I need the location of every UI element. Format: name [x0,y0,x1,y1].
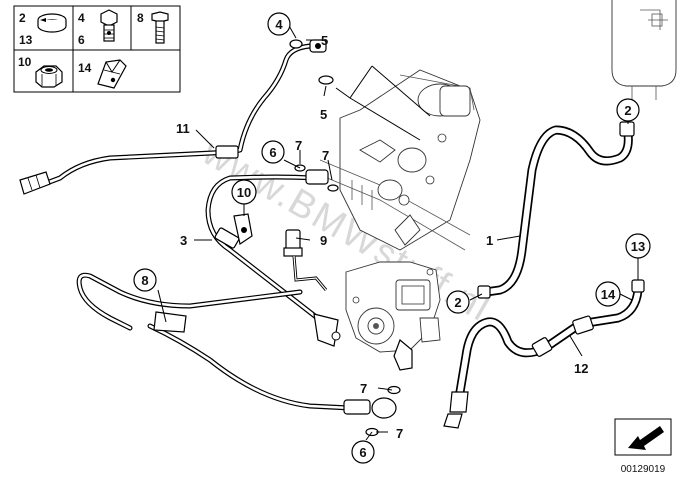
svg-text:5: 5 [321,33,328,48]
callout-4: 4 [267,12,291,36]
banjo-bolt-icon [100,9,118,42]
callout-13: 13 [625,233,651,259]
svg-text:7: 7 [322,148,329,163]
nav-arrow-box[interactable] [614,418,672,456]
callout-2-top: 2 [616,98,640,122]
callout-6-a: 6 [261,140,285,164]
legend-cell-hose-clamp: 2 13 [19,11,67,47]
svg-text:5: 5 [320,107,327,122]
svg-text:1: 1 [486,233,493,248]
svg-text:4: 4 [275,17,283,32]
fluid-reservoir [611,0,677,104]
callout-12: 12 [574,361,588,376]
svg-text:9: 9 [320,233,327,248]
reference-number: 00129019 [621,464,666,475]
svg-text:7: 7 [295,138,302,153]
callout-3: 3 [180,233,187,248]
legend-cell-hex-bolt: 8 [137,11,169,44]
bracket-10 [233,213,253,245]
pressure-line-3 [205,169,341,347]
svg-text:2: 2 [454,295,461,310]
hex-nut-icon [35,65,63,88]
legend-label-10: 10 [18,55,32,69]
legend-label-13: 13 [19,33,33,47]
hose-1-return [477,121,635,299]
legend-label-4: 4 [78,11,85,25]
hose-clamp-icon [37,13,67,33]
svg-text:8: 8 [141,273,148,288]
legend-cell-nut: 10 [18,55,63,88]
legend-cell-clip: 14 [78,59,127,89]
legend-label-8: 8 [137,11,144,25]
legend-label-2: 2 [19,11,26,25]
svg-text:7: 7 [396,426,403,441]
svg-text:6: 6 [269,145,276,160]
pressure-sensor-9 [283,229,328,291]
legend-label-14: 14 [78,61,92,75]
svg-text:14: 14 [601,287,616,302]
legend-cell-banjo-bolt: 4 6 [78,9,118,47]
callout-11: 11 [176,121,190,136]
callout-7-c: 7 [360,381,367,396]
hose-clip-icon [97,59,127,89]
callout-5-a: 5 [321,33,328,48]
callout-7-d: 7 [396,426,403,441]
svg-text:7: 7 [360,381,367,396]
parts-legend: 2 13 4 6 [13,5,181,93]
power-steering-pump [345,261,441,371]
hex-bolt-icon [151,11,169,44]
callout-6-b: 6 [351,440,375,464]
steering-gear [319,69,481,251]
legend-label-6: 6 [78,33,85,47]
hose-12-feed [443,279,645,429]
callout-2-mid: 2 [446,290,470,314]
callout-7-a: 7 [295,138,302,153]
arrow-down-left-icon [628,426,664,450]
callout-10: 10 [231,179,257,205]
svg-text:3: 3 [180,233,187,248]
callout-14: 14 [595,281,621,307]
svg-text:12: 12 [574,361,588,376]
leader-lines [157,23,639,441]
callout-1: 1 [486,233,493,248]
svg-text:13: 13 [631,239,645,254]
pressure-line-11 [19,39,327,195]
svg-text:6: 6 [359,445,366,460]
svg-text:11: 11 [176,121,190,136]
callout-9: 9 [320,233,327,248]
svg-text:10: 10 [237,185,251,200]
svg-text:2: 2 [624,103,631,118]
callout-7-b: 7 [322,148,329,163]
callout-8: 8 [133,268,157,292]
pressure-line-8 [76,272,397,419]
callout-5-b: 5 [320,107,327,122]
